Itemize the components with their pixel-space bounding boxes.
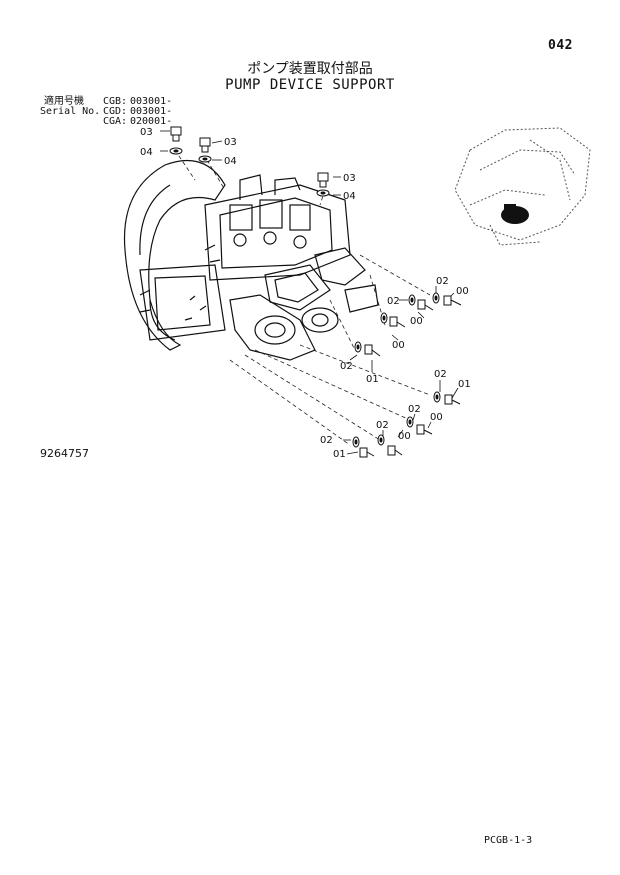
bolt-part xyxy=(389,316,406,328)
serial-number: 003001- xyxy=(130,106,173,117)
callout-label: 00 xyxy=(430,412,443,423)
title-english: PUMP DEVICE SUPPORT xyxy=(225,77,395,93)
washer-part xyxy=(352,436,360,448)
callout-label: 02 xyxy=(434,369,447,380)
callout-label: 00 xyxy=(398,431,411,442)
footer-code: PCGB-1-3 xyxy=(484,835,533,846)
callout-label: 02 xyxy=(340,361,353,372)
pump-assembly xyxy=(123,159,379,361)
washer-part xyxy=(316,189,330,197)
machine-inset-illustration xyxy=(454,127,591,246)
serial-number: 020001- xyxy=(130,116,173,127)
drawing-number: 9264757 xyxy=(40,447,89,460)
callout-label: 02 xyxy=(320,435,333,446)
plug-part xyxy=(317,172,329,188)
bolt-part xyxy=(359,447,375,458)
washer-part xyxy=(408,294,416,306)
plug-part xyxy=(170,126,182,142)
callout-label: 04 xyxy=(343,191,356,202)
bolt-part xyxy=(364,344,381,357)
serial-model: CGA: xyxy=(103,116,128,127)
callout-label: 00 xyxy=(392,340,405,351)
callout-label: 02 xyxy=(387,296,400,307)
callout-label: 00 xyxy=(456,286,469,297)
serial-label-jp: 適用号機 xyxy=(44,96,84,107)
washer-part xyxy=(432,292,440,304)
callout-lines xyxy=(160,130,459,455)
callout-label: 02 xyxy=(408,404,421,415)
washer-part xyxy=(406,416,414,428)
callout-label: 04 xyxy=(224,156,237,167)
callout-label: 02 xyxy=(376,420,389,431)
title-japanese: ポンプ装置取付部品 xyxy=(247,61,373,77)
serial-model: CGB: xyxy=(103,96,128,107)
page-number: 042 xyxy=(548,38,573,53)
washer-part xyxy=(380,312,388,324)
washer-part xyxy=(169,147,183,155)
plug-part xyxy=(199,137,211,153)
callout-label: 03 xyxy=(224,137,237,148)
callout-label: 04 xyxy=(140,147,153,158)
serial-number: 003001- xyxy=(130,96,173,107)
serial-model: CGD: xyxy=(103,106,128,117)
washer-part xyxy=(377,434,385,446)
bolt-part xyxy=(416,424,433,435)
bolt-part xyxy=(417,299,434,311)
washer-part xyxy=(433,391,441,403)
bolt-part xyxy=(443,295,462,306)
bolt-part xyxy=(444,394,461,405)
serial-label-en: Serial No. xyxy=(40,106,101,117)
callout-label: 00 xyxy=(410,316,423,327)
callout-label: 02 xyxy=(436,276,449,287)
washer-part xyxy=(198,155,212,163)
callout-label: 01 xyxy=(333,449,346,460)
bolt-part xyxy=(387,445,403,456)
hardware-parts xyxy=(169,126,462,458)
callout-label: 01 xyxy=(458,379,471,390)
inset-highlight-pump xyxy=(501,204,529,224)
callout-label: 03 xyxy=(343,173,356,184)
washer-part xyxy=(354,341,362,353)
callout-label: 01 xyxy=(366,374,379,385)
callout-label: 03 xyxy=(140,127,153,138)
